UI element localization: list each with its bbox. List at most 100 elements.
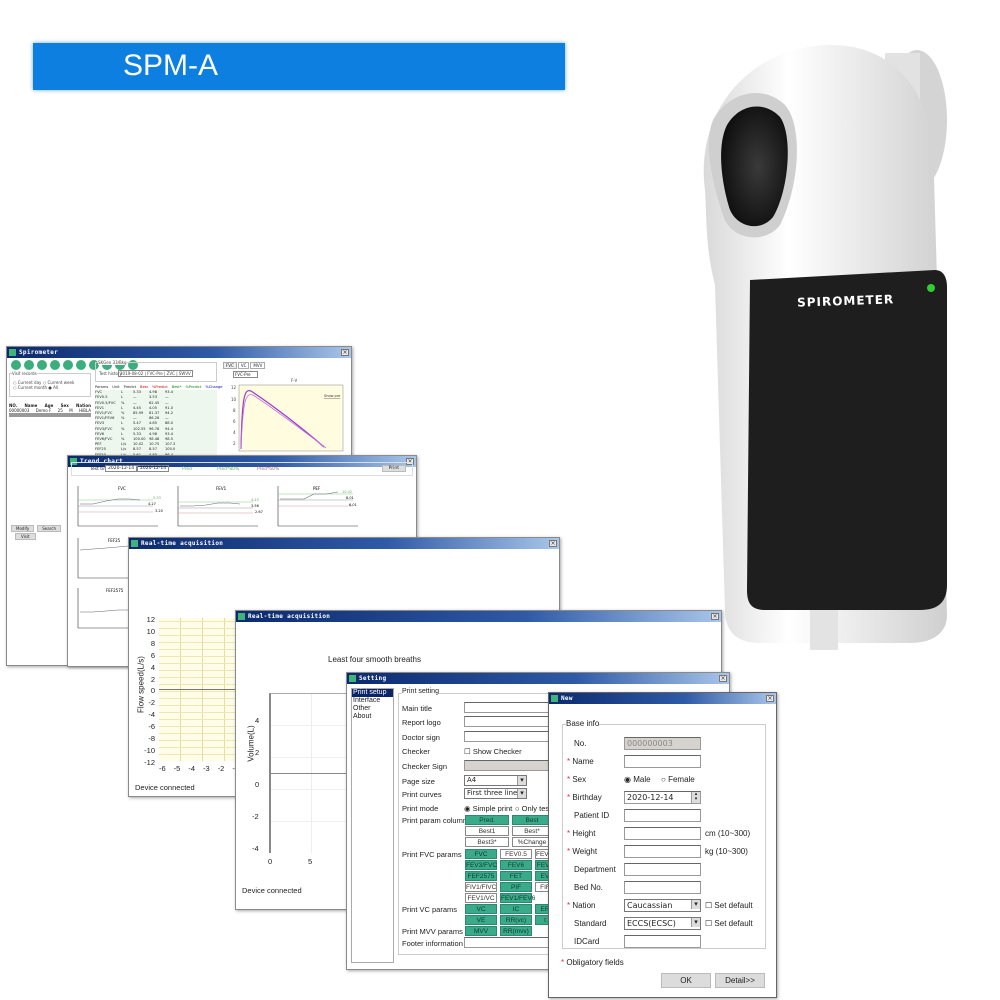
print-button[interactable]: Print — [381, 465, 406, 472]
close-icon[interactable]: × — [341, 349, 349, 356]
close-icon[interactable]: × — [549, 540, 557, 547]
setting-window-titlebar: Setting× — [347, 673, 729, 684]
new-dialog-titlebar: New× — [549, 693, 776, 704]
chip-rr-vc[interactable]: RR(vc) — [500, 915, 532, 925]
tab-fvc[interactable]: FVC — [223, 362, 237, 369]
chip-fev05[interactable]: FEV0.5 — [500, 849, 532, 859]
modify-button[interactable]: Modify — [11, 525, 35, 532]
chip-fvc[interactable]: FVC — [465, 849, 497, 859]
chip-fev1-vc[interactable]: FEV1/VC — [465, 893, 497, 903]
checker-sign-input[interactable] — [464, 760, 554, 771]
tab-mvv[interactable]: MVV — [250, 362, 266, 369]
print-curves-select[interactable]: First three line — [464, 788, 527, 799]
svg-text:FVC: FVC — [118, 486, 126, 491]
chip-vc[interactable]: VC — [465, 904, 497, 914]
chip-fiv1-fivc[interactable]: FIV1/FIVC — [465, 882, 497, 892]
chip-ic[interactable]: IC — [500, 904, 532, 914]
ok-button[interactable]: OK — [661, 973, 711, 988]
footer-info-input[interactable] — [464, 937, 554, 948]
main-title-input[interactable] — [464, 702, 554, 713]
simple-print-radio[interactable]: ◉ Simple print — [464, 804, 513, 813]
users-icon[interactable] — [37, 360, 47, 370]
chip-fev3-fvc[interactable]: FEV3/FVC — [465, 860, 498, 870]
birthday-spinner[interactable]: ▴▾ — [691, 792, 700, 803]
only-test-radio[interactable]: ○ Only test — [515, 804, 552, 813]
close-icon[interactable]: × — [766, 695, 774, 702]
department-input[interactable] — [624, 863, 701, 876]
chip-best3-star[interactable]: Best3* — [465, 837, 509, 847]
visit-filter-radios[interactable]: ○ Current day ○ Current week○ Current mo… — [13, 380, 75, 390]
help-icon[interactable] — [128, 360, 138, 370]
height-input[interactable] — [624, 827, 701, 840]
page-size-select[interactable]: A4 — [464, 775, 527, 786]
new-patient-dialog: New× Base info No. 000000003 * Name * Se… — [548, 692, 777, 998]
tab-vc[interactable]: VC — [237, 362, 250, 369]
standard-set-default-checkbox[interactable]: ☐ Set default — [705, 919, 753, 928]
nation-select[interactable]: Caucassian — [624, 899, 701, 912]
show-checker-checkbox[interactable]: ☐ Show Checker — [464, 747, 522, 756]
table-row: FEF50L/s5.614.8586.4 — [95, 453, 217, 458]
curve-select[interactable]: FVC-Pre — [233, 371, 258, 378]
test-history-select[interactable]: 2019-08-02 | FVC-Pre | ZVC | SWVV — [118, 370, 193, 377]
chip-fev6[interactable]: FEV6 — [500, 860, 532, 870]
chip-best[interactable]: Best — [512, 815, 552, 825]
phone-icon[interactable] — [24, 360, 34, 370]
nation-set-default-checkbox[interactable]: ☐ Set default — [705, 901, 753, 910]
nav-about[interactable]: About — [353, 713, 372, 720]
doctor-sign-input[interactable] — [464, 731, 554, 742]
chip-best1[interactable]: Best1 — [465, 826, 509, 836]
nav-other[interactable]: Other — [353, 705, 371, 712]
standard-select[interactable]: ECCS(ECSC) — [624, 917, 701, 930]
device-label: SPIROMETER — [797, 292, 895, 309]
visit-button[interactable]: Visit — [15, 533, 36, 540]
chip-fef2575[interactable]: FEF2575 — [465, 871, 497, 881]
list-icon[interactable] — [115, 360, 125, 370]
patient-no-field: 000000003 — [624, 737, 701, 750]
detail-button[interactable]: Detail>> — [715, 973, 765, 988]
report-logo-input[interactable] — [464, 716, 554, 727]
main-window-titlebar: Spirometer× — [7, 347, 351, 358]
svg-text:3.20: 3.20 — [155, 509, 163, 513]
chip-pif[interactable]: PIF — [500, 882, 532, 892]
share-icon[interactable] — [76, 360, 86, 370]
curve-tabs: FVC VC MVV — [223, 362, 266, 369]
name-input[interactable] — [624, 755, 701, 768]
date-to-input[interactable]: 2020-12-14 — [137, 465, 170, 472]
svg-text:6: 6 — [233, 419, 236, 424]
device-display-panel — [747, 270, 947, 610]
nav-interface[interactable]: Interface — [353, 697, 381, 704]
search-button[interactable]: Search — [37, 525, 62, 532]
chip-fet[interactable]: FET — [500, 871, 532, 881]
bed-no-input[interactable] — [624, 881, 701, 894]
waveform-icon[interactable] — [50, 360, 60, 370]
table-row: FEV0.5/FVC%—62.45— — [95, 400, 169, 405]
sex-male-radio[interactable]: ◉ Male — [624, 775, 651, 784]
trend-window-titlebar: Trend chart× — [68, 456, 416, 467]
chip-rr-mvv[interactable]: RR(mvv) — [500, 926, 532, 936]
visit-records-group: Visit records ○ Current day ○ Current we… — [9, 371, 91, 397]
close-icon[interactable]: × — [711, 613, 719, 620]
patient-id-input[interactable] — [624, 809, 701, 822]
patient-icon[interactable] — [11, 360, 21, 370]
chip-fev1-fev6[interactable]: FEV1/FEV6 — [500, 893, 536, 903]
close-icon[interactable]: × — [406, 458, 414, 465]
chip-change[interactable]: %Change — [512, 837, 552, 847]
chip-best-star[interactable]: Best* — [512, 826, 552, 836]
report-icon[interactable] — [102, 360, 112, 370]
nav-print-setup[interactable]: Print setup — [352, 689, 393, 697]
birthday-input[interactable]: 2020-12-14 — [624, 791, 701, 804]
chip-mvv[interactable]: MVV — [465, 926, 497, 936]
chip-pred[interactable]: Pred. — [465, 815, 509, 825]
date-from-input[interactable]: 2020-12-14 — [105, 465, 138, 472]
chip-ve[interactable]: VE — [465, 915, 497, 925]
svg-text:6.01: 6.01 — [349, 503, 357, 507]
print-icon[interactable] — [89, 360, 99, 370]
weight-input[interactable] — [624, 845, 701, 858]
person-icon[interactable] — [63, 360, 73, 370]
sex-female-radio[interactable]: ○ Female — [661, 775, 695, 784]
close-icon[interactable]: × — [719, 675, 727, 682]
idcard-input[interactable] — [624, 935, 701, 948]
